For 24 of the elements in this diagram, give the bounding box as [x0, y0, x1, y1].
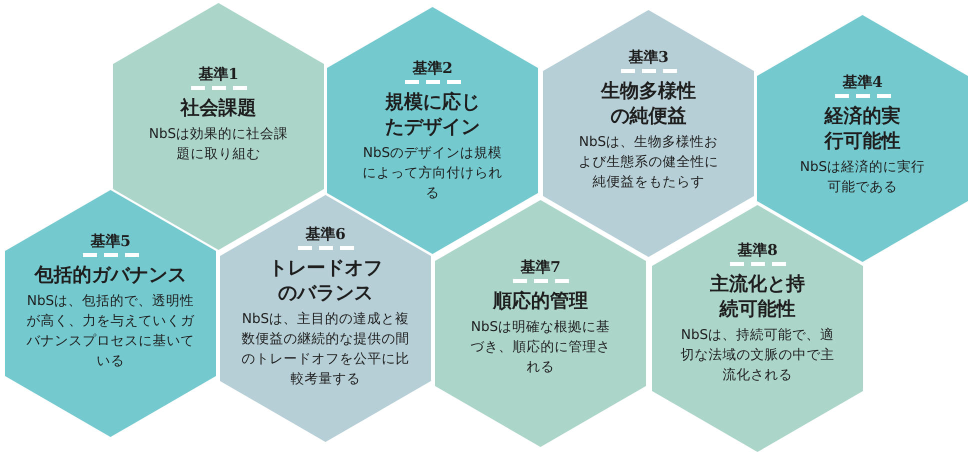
criterion-description: NbSは明確な根拠に基づき、順応的に管理される	[470, 318, 610, 377]
criterion-title: 主流化と持続可能性	[709, 272, 806, 322]
criterion-description: NbSは、生物多様性および生態系の健全性に純便益をもたらす	[578, 133, 720, 192]
criterion-description: NbSは、主目的の達成と複数便益の継続的な提供の間のトレードオフを公平に比較考量する	[240, 310, 410, 389]
criterion-title: 生物多様性の純便益	[600, 79, 697, 129]
criterion-number: 基準2	[412, 59, 453, 77]
criterion-title: 規模に応じたデザイン	[384, 90, 481, 140]
criterion-description: NbSのデザインは規模によって方向付けられる	[362, 144, 504, 203]
criterion-number: 基準5	[90, 232, 131, 250]
criterion-title: 順応的管理	[492, 289, 589, 314]
criterion-number: 基準8	[737, 241, 778, 259]
criterion-number: 基準3	[628, 48, 669, 66]
criterion-number: 基準7	[520, 258, 561, 276]
criterion-title: トレードオフのバランス	[268, 256, 384, 306]
criterion-description: NbSは、持続可能で、適切な法域の文脈の中で主流化される	[680, 326, 835, 385]
criterion-description: NbSは経済的に実行可能である	[798, 158, 926, 197]
criterion-title: 包括的ガバナンス	[33, 263, 188, 288]
criterion-number: 基準1	[198, 65, 239, 83]
criterion-number: 基準6	[305, 225, 346, 243]
criterion-title: 社会課題	[179, 96, 258, 121]
criterion-title: 経済的実行可能性	[823, 104, 902, 154]
criterion-description: NbSは効果的に社会課題に取り組む	[148, 125, 290, 164]
criterion-number: 基準4	[842, 73, 883, 91]
criterion-description: NbSは、包括的で、透明性が高く、力を与えていくガバナンスプロセスに基いている	[26, 292, 196, 371]
